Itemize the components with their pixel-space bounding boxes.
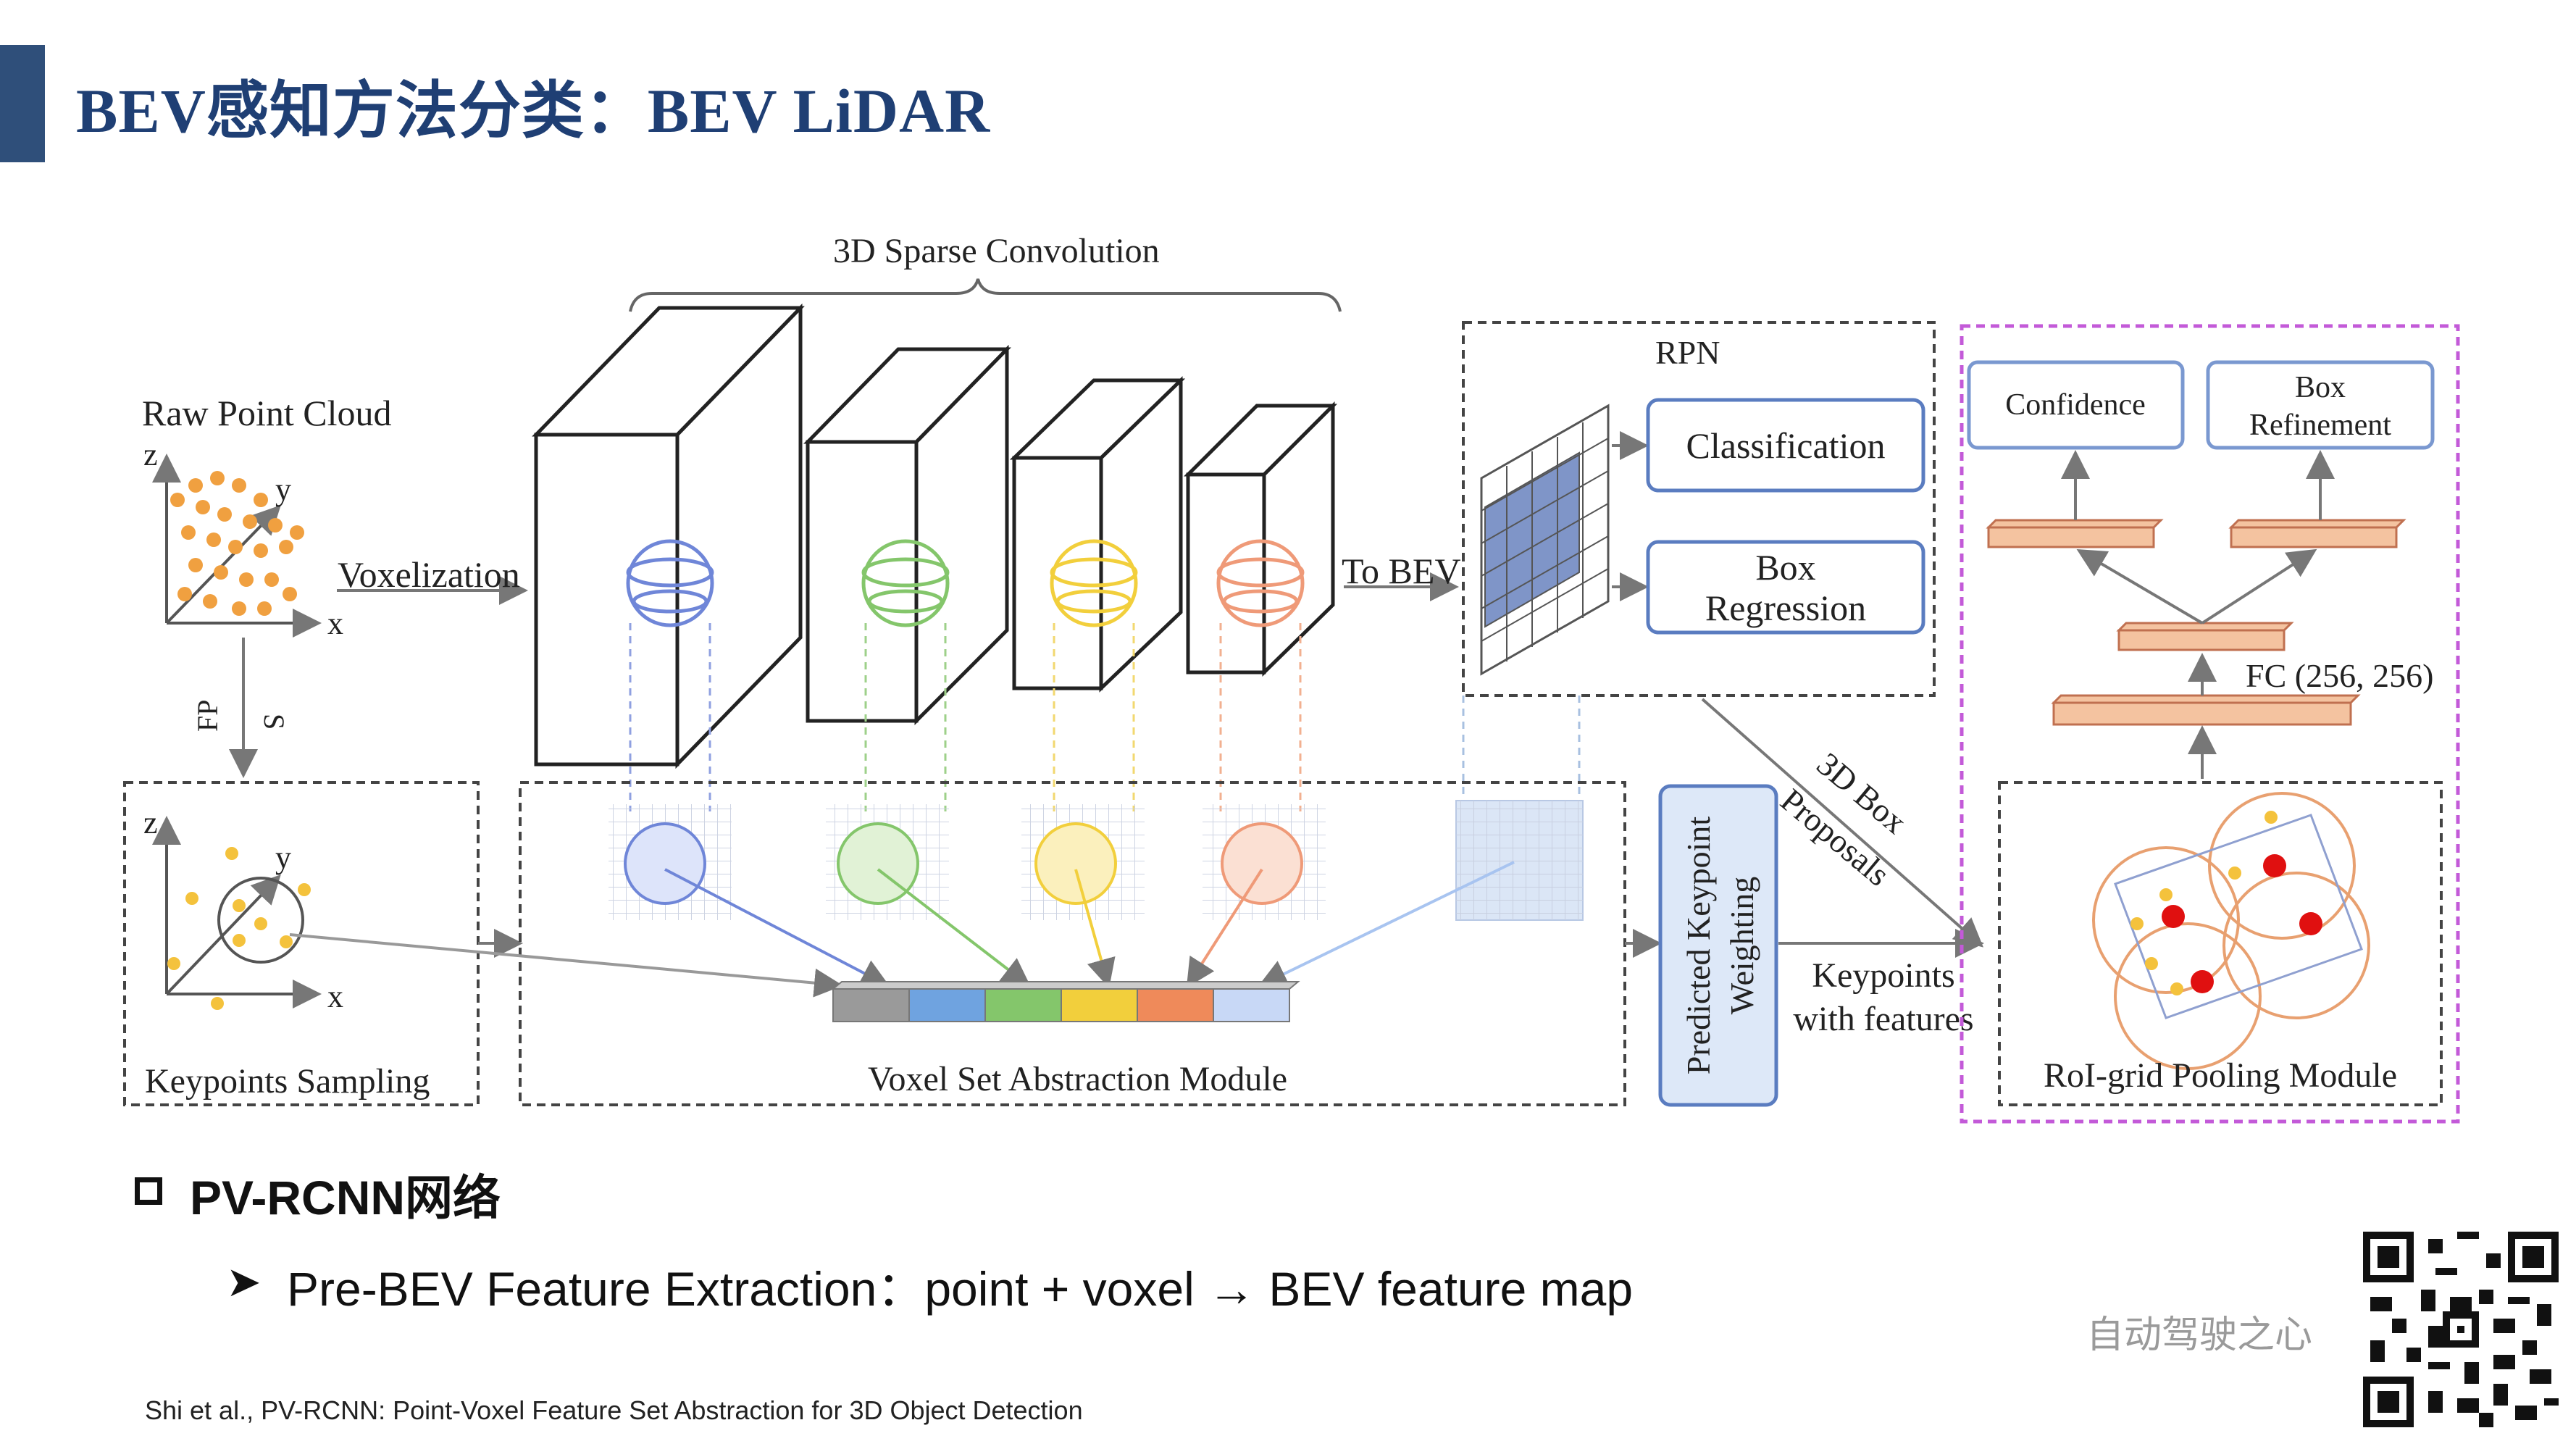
conv-block-2 [803, 344, 1011, 726]
citation: Shi et al., PV-RCNN: Point-Voxel Feature… [145, 1395, 1083, 1425]
watermark: 自动驾驶之心 [2086, 1314, 2313, 1356]
rpn-box [1462, 321, 1936, 697]
axis-x-label: x [327, 606, 343, 641]
keypoints-axes [152, 816, 322, 1009]
conv-block-1 [532, 303, 805, 769]
conv-block-4 [1183, 401, 1338, 677]
qr-code-icon [2363, 1232, 2559, 1427]
slide-title: BEV感知方法分类：BEV LiDAR [76, 76, 991, 146]
predicted-weighting-label-2: Weighting [1723, 877, 1760, 1015]
sparse-conv-brace [629, 278, 1342, 312]
raw-point-cloud-axes [152, 454, 322, 638]
classification-label: Classification [1686, 425, 1886, 466]
to-bev-label: To BEV [1342, 551, 1461, 591]
raw-point-cloud-label: Raw Point Cloud [142, 393, 391, 433]
confidence-box [1967, 360, 2185, 450]
roi-pooling-label: RoI-grid Pooling Module [2044, 1056, 2397, 1095]
roi-pooling-box [1998, 781, 2443, 1106]
sphere-green [861, 539, 950, 627]
vsa-feature-arrows [289, 861, 1515, 998]
feature-vector-bar [831, 981, 1300, 1022]
kp-axis-y-label: y [275, 840, 291, 875]
sphere-salmon [1216, 539, 1305, 627]
proposals-arrow [1701, 698, 1983, 948]
title-accent-bar [0, 45, 45, 162]
roi-grid-circles [2092, 792, 2370, 1070]
box-refinement-box [2206, 360, 2435, 450]
sphere-blue [626, 539, 714, 627]
fc-label: FC (256, 256) [2246, 657, 2433, 694]
voxelization-label: Voxelization [338, 554, 520, 595]
confidence-label: Confidence [2005, 388, 2146, 422]
box-refinement-label-2: Refinement [2249, 409, 2391, 442]
box-regression-box [1646, 540, 1925, 635]
keypoints-features-label-2: with features [1793, 1000, 1973, 1038]
refinement-region [1960, 324, 2460, 1124]
axis-z-label: z [143, 437, 158, 472]
box-regression-label-2: Regression [1705, 588, 1866, 628]
keypoints-sampling-label: Keypoints Sampling [145, 1062, 430, 1101]
bev-grid [1480, 404, 1610, 676]
box-refinement-label-1: Box [2295, 371, 2346, 404]
kp-axis-x-label: x [327, 979, 343, 1014]
keypoints [167, 847, 311, 1010]
bullet-heading: PV-RCNN网络 [190, 1171, 501, 1224]
bullet-square-icon [135, 1177, 162, 1205]
raw-points [170, 471, 304, 616]
kp-axis-z-label: z [143, 805, 158, 840]
rpn-label: RPN [1655, 334, 1720, 371]
fps-label-1: FP [191, 700, 224, 732]
axis-y-label: y [275, 472, 291, 507]
fps-label-2: S [258, 714, 290, 730]
arrow-bullet-icon: ➤ [226, 1258, 262, 1306]
keypoints-features-label-1: Keypoints [1812, 956, 1954, 995]
roi-grid-points [2130, 811, 2322, 995]
sphere-yellow [1050, 539, 1138, 627]
vsa-module-label: Voxel Set Abstraction Module [868, 1060, 1287, 1098]
bullet-subpoint: Pre-BEV Feature Extraction：point + voxel… [287, 1262, 1634, 1316]
conv-block-3 [1009, 376, 1186, 693]
predicted-weighting-box [1658, 784, 1778, 1107]
classification-box [1646, 398, 1925, 493]
fc-layers [1986, 519, 2406, 726]
fc-arrows [2061, 450, 2335, 779]
predicted-weighting-label-1: Predicted Keypoint [1680, 817, 1717, 1075]
drop-lines [629, 623, 1581, 811]
keypoints-sampling-box [123, 781, 480, 1106]
pv-rcnn-diagram: 3D Sparse Convolution Raw Point Cloud z … [123, 232, 2460, 1124]
sparse-conv-label: 3D Sparse Convolution [833, 232, 1160, 270]
box-regression-label-1: Box [1755, 547, 1815, 588]
